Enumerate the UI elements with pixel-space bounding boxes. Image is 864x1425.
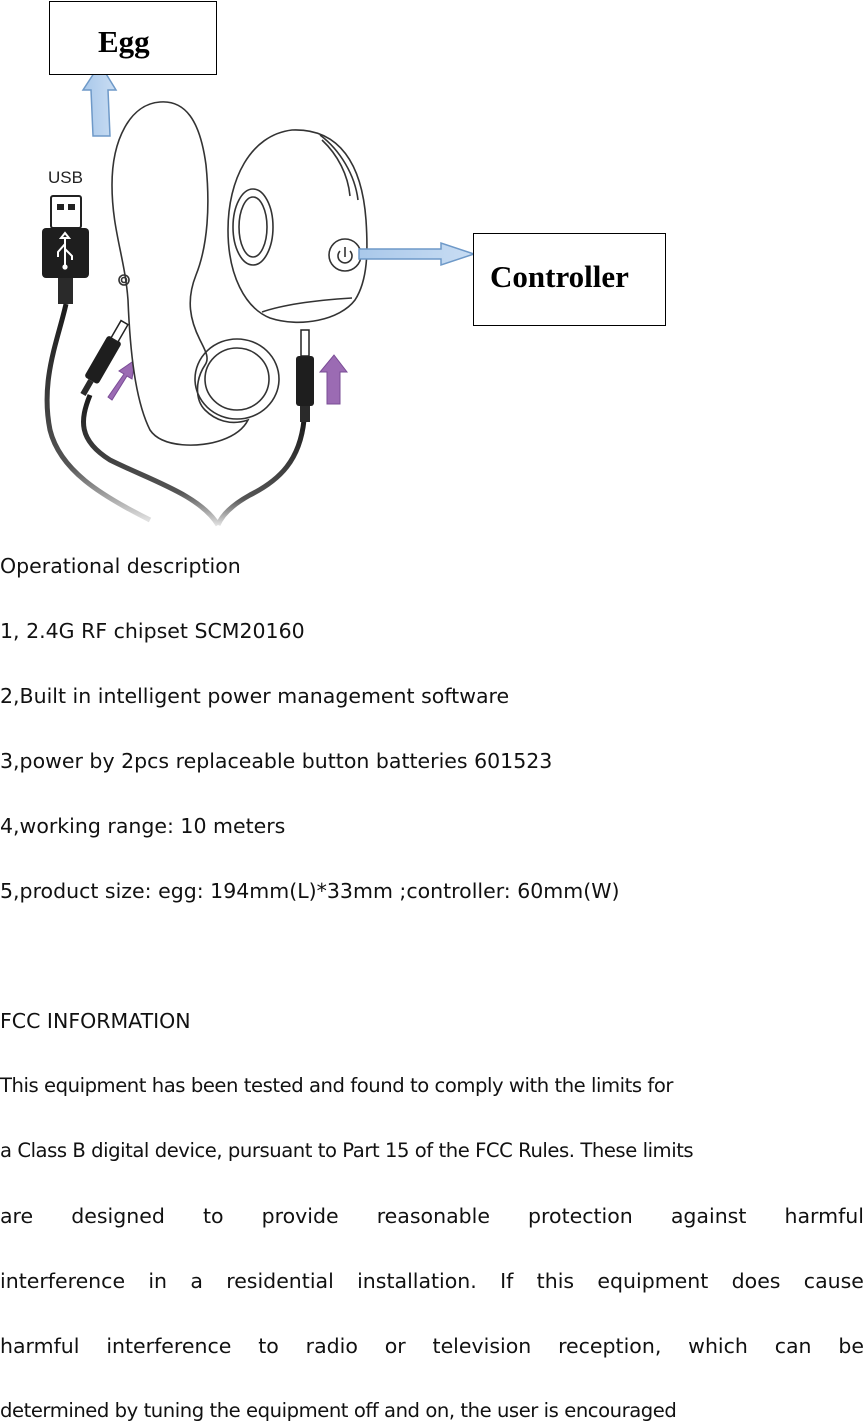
fcc-word: this <box>536 1269 575 1293</box>
usb-label: USB <box>48 168 83 187</box>
egg-callout-arrow-icon <box>81 62 118 137</box>
egg-callout-label: Egg <box>98 24 150 59</box>
fcc-word: in <box>148 1269 168 1293</box>
fcc-paragraph-line: This equipment has been tested and found… <box>0 1074 674 1097</box>
fcc-word: protection <box>528 1204 633 1228</box>
fcc-paragraph-line: are designed to provide reasonable protection… <box>0 1204 864 1228</box>
fcc-word: television <box>432 1334 532 1358</box>
fcc-word: which <box>688 1334 748 1358</box>
fcc-word: interference <box>106 1334 232 1358</box>
fcc-word: or <box>384 1334 406 1358</box>
fcc-word: are <box>0 1204 34 1228</box>
fcc-word: provide <box>261 1204 339 1228</box>
fcc-word: be <box>838 1334 864 1358</box>
fcc-word: to <box>202 1204 224 1228</box>
controller-device <box>227 129 368 324</box>
fcc-word: does <box>731 1269 781 1293</box>
fcc-paragraph-line: determined by tuning the equipment off a… <box>0 1399 677 1422</box>
fcc-paragraph-line: a Class B digital device, pursuant to Pa… <box>0 1139 694 1162</box>
egg-callout: Egg <box>49 1 217 75</box>
fcc-word: reception, <box>558 1334 662 1358</box>
fcc-word: to <box>258 1334 279 1358</box>
fcc-word: interference <box>0 1269 126 1293</box>
fcc-word: can <box>774 1334 812 1358</box>
usb-plug-icon <box>42 195 89 304</box>
fcc-word: harmful <box>0 1334 80 1358</box>
fcc-paragraph-line: harmful interference to radio or television re… <box>0 1334 864 1358</box>
description-item: 1, 2.4G RF chipset SCM20160 <box>0 619 305 643</box>
fcc-word: harmful <box>784 1204 864 1228</box>
fcc-word: If <box>500 1269 514 1293</box>
fcc-heading: FCC INFORMATION <box>0 1009 191 1033</box>
controller-callout-arrow-icon <box>358 241 477 267</box>
fcc-word: cause <box>803 1269 864 1293</box>
description-item: 5,product size: egg: 194mm(L)*33mm ;cont… <box>0 879 620 903</box>
description-item: 3,power by 2pcs replaceable button batte… <box>0 749 553 773</box>
power-icon <box>337 247 353 264</box>
fcc-word: a <box>190 1269 203 1293</box>
description-heading: Operational description <box>0 554 241 578</box>
fcc-word: reasonable <box>376 1204 490 1228</box>
egg-device <box>111 101 280 446</box>
fcc-word: radio <box>305 1334 358 1358</box>
description-item: 4,working range: 10 meters <box>0 814 286 838</box>
fcc-word: installation. <box>357 1269 477 1293</box>
fcc-word: designed <box>71 1204 165 1228</box>
controller-callout: Controller <box>473 233 666 326</box>
fcc-word: residential <box>226 1269 334 1293</box>
fcc-word: equipment <box>597 1269 709 1293</box>
description-item: 2,Built in intelligent power management … <box>0 684 510 708</box>
controller-callout-label: Controller <box>490 259 629 294</box>
product-illustration: USB <box>42 62 477 527</box>
fcc-word: against <box>670 1204 747 1228</box>
